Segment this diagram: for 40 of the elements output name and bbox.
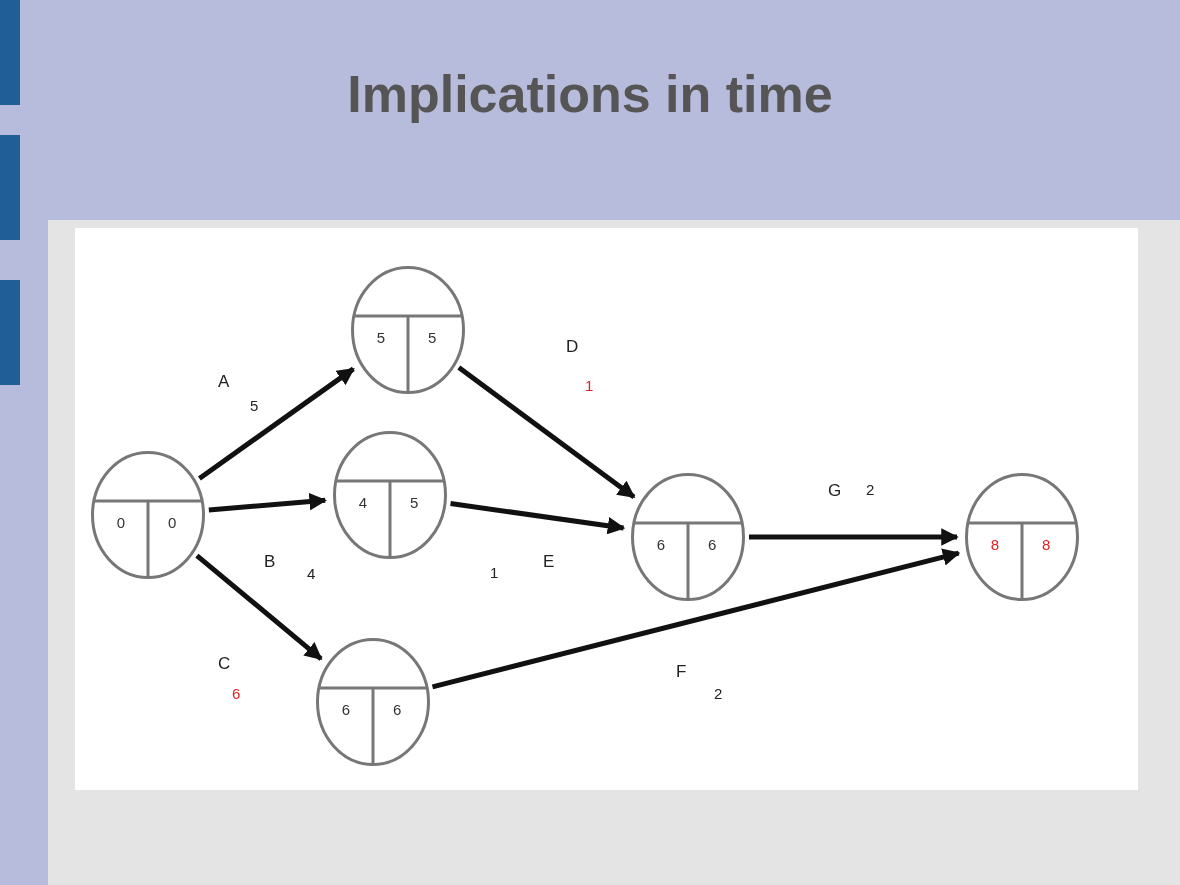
- duration-label: 1: [490, 565, 499, 580]
- arrow: [431, 548, 961, 690]
- title: Implications in time: [346, 64, 834, 125]
- duration-label: 2: [866, 482, 875, 497]
- duration-label: 1: [585, 378, 594, 393]
- event-circle: [351, 266, 465, 394]
- edge-label: G: [828, 482, 842, 499]
- arrow: [457, 365, 636, 500]
- time-value: 4: [358, 495, 367, 510]
- time-value: 0: [167, 515, 177, 530]
- arrow: [208, 492, 327, 513]
- arrow: [197, 366, 355, 481]
- edge-label: D: [566, 338, 579, 355]
- event-circle: [333, 431, 447, 559]
- time-value: 6: [341, 702, 350, 717]
- time-value: 8: [1041, 537, 1051, 552]
- time-value: 5: [409, 495, 419, 510]
- edge-label: F: [676, 663, 687, 680]
- duration-label: 4: [307, 566, 316, 581]
- event-circle: [631, 473, 745, 601]
- time-value: 6: [656, 537, 665, 552]
- duration-label: 6: [232, 686, 241, 701]
- duration-label: 2: [714, 686, 723, 701]
- time-value: 0: [116, 515, 125, 530]
- time-value: 6: [707, 537, 717, 552]
- edge-label: A: [218, 373, 230, 390]
- event-circle: [965, 473, 1079, 601]
- time-value: 8: [990, 537, 999, 552]
- event-circle: [316, 638, 430, 766]
- arrow: [749, 528, 959, 546]
- event-circle: [91, 451, 205, 579]
- edge-label: E: [543, 553, 555, 570]
- duration-label: 5: [250, 398, 259, 413]
- arrow: [195, 553, 323, 661]
- arrow: [450, 501, 626, 535]
- time-value: 5: [376, 330, 385, 345]
- time-value: 6: [392, 702, 402, 717]
- edge-label: C: [218, 655, 231, 672]
- edge-label: B: [264, 553, 276, 570]
- time-value: 5: [427, 330, 437, 345]
